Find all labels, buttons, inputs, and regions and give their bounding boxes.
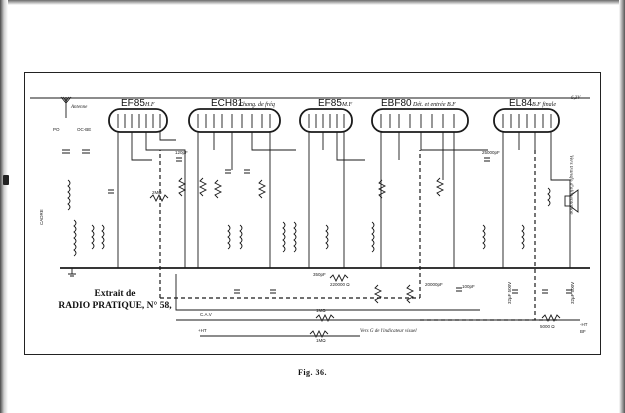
extract-line-2: RADIO PRATIQUE, N° 58,: [58, 301, 172, 311]
tube-el84-icon: [493, 108, 560, 133]
vers-transfo-label: Vers transfo d'alimentation: [568, 155, 574, 215]
c-20000pf: 20000pF: [425, 282, 443, 287]
dashed-link-1: [159, 150, 421, 299]
capacitor-set: [62, 149, 572, 294]
antenna-icon: [60, 96, 72, 118]
page-shadow-right: [619, 0, 625, 413]
tube-ef85-hf-icon: [108, 108, 168, 133]
r-220k: 220000 Ω: [330, 282, 350, 287]
dashed-link-2: [420, 150, 560, 321]
r-1mo-a: 1MΩ: [316, 308, 326, 313]
tube-2-role: Chang. de fréq: [239, 101, 275, 108]
po-label: PO: [53, 127, 60, 132]
resistor-set: [149, 177, 561, 339]
tube-ech81-icon: [188, 108, 281, 133]
page-margin-mark: [3, 175, 9, 185]
ground-icon: [68, 268, 76, 277]
vers-oeil-label: Vers G de l'indicateur visuel: [360, 329, 417, 334]
tube-1-role: H.F: [144, 102, 155, 108]
page-shadow-left: [0, 0, 8, 413]
page-shadow-top: [0, 0, 625, 5]
loudspeaker-icon: [547, 187, 579, 213]
schematic-frame: [24, 72, 601, 355]
coil-set: [67, 179, 525, 257]
tube-5-role: B.F finale: [532, 101, 556, 108]
cav-label: C.A.V: [200, 312, 212, 317]
c-100pf: 100pF: [462, 284, 475, 289]
extract-source: Extrait de RADIO PRATIQUE, N° 58,: [50, 288, 180, 312]
oc-bf-label: OC-BE: [77, 127, 91, 132]
tube-1-name: EF85: [121, 98, 145, 109]
tube-4-role: Dét. et entrée B.F: [412, 102, 456, 108]
heater-voltage-label: 6,3V: [571, 96, 581, 101]
tube-4-name: EBF80: [381, 98, 412, 109]
tube-3-name: EF85: [318, 98, 342, 109]
figure-caption: Fig. 36.: [297, 368, 328, 377]
tube-2-name: ECH81: [211, 98, 244, 109]
bf-label: BF: [580, 329, 586, 334]
plus-ht-label: +HT: [198, 328, 207, 333]
r-2mo: 2MΩ: [152, 190, 162, 195]
extract-line-1: Extrait de: [94, 289, 136, 299]
c-350pf: 350pF: [313, 272, 326, 277]
moins-ht-label: -HT: [580, 322, 588, 327]
tube-ef85-mf-icon: [299, 108, 353, 133]
antenna-label: Antenne: [70, 105, 88, 110]
cav-line: [175, 274, 480, 311]
c-25000pf: 25000pF: [482, 150, 500, 155]
r-5000: 5000 Ω: [540, 324, 555, 329]
tube-5-name: EL84: [509, 98, 533, 109]
r-1mo-b: 1MΩ: [316, 338, 326, 343]
tube-ebf80-icon: [371, 108, 469, 133]
c-32uf-b: 32µF 500V: [570, 282, 575, 304]
tube-3-role: M.F: [341, 102, 352, 108]
c-32uf-a: 32µF 500V: [507, 282, 512, 304]
c-120pf: 120pF: [175, 150, 188, 155]
cadre-label: CADRE: [39, 209, 44, 225]
